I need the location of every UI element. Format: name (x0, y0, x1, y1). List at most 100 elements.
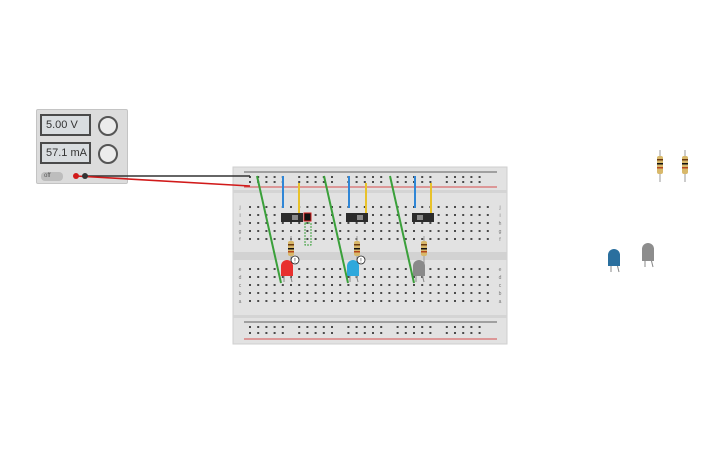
breadboard-hole[interactable] (331, 268, 333, 270)
breadboard-hole[interactable] (306, 276, 309, 278)
breadboard-hole[interactable] (273, 332, 276, 334)
breadboard-hole[interactable] (413, 222, 415, 224)
breadboard-hole[interactable] (396, 326, 399, 328)
breadboard-hole[interactable] (462, 230, 465, 232)
breadboard-hole[interactable] (470, 276, 473, 278)
breadboard-hole[interactable] (249, 326, 251, 328)
breadboard-hole[interactable] (322, 268, 325, 270)
warning-badge-blue-led[interactable] (356, 255, 366, 265)
breadboard-hole[interactable] (298, 238, 301, 240)
breadboard-hole[interactable] (380, 292, 383, 294)
breadboard-hole[interactable] (413, 230, 415, 232)
breadboard-hole[interactable] (290, 300, 292, 302)
breadboard-hole[interactable] (429, 181, 432, 183)
breadboard-hole[interactable] (355, 176, 358, 178)
breadboard-hole[interactable] (388, 292, 391, 294)
breadboard-hole[interactable] (281, 222, 284, 224)
breadboard-hole[interactable] (462, 214, 465, 216)
resistor-3[interactable] (421, 236, 427, 264)
breadboard-hole[interactable] (363, 222, 366, 224)
breadboard-hole[interactable] (363, 284, 366, 286)
breadboard-hole[interactable] (404, 276, 407, 278)
breadboard-hole[interactable] (404, 332, 407, 334)
led-red-body[interactable] (281, 260, 293, 276)
breadboard-hole[interactable] (404, 176, 407, 178)
breadboard-hole[interactable] (486, 268, 489, 270)
breadboard-hole[interactable] (273, 214, 276, 216)
breadboard-hole[interactable] (249, 230, 251, 232)
breadboard-hole[interactable] (470, 230, 473, 232)
breadboard-hole[interactable] (322, 206, 325, 208)
breadboard-hole[interactable] (347, 326, 350, 328)
breadboard-hole[interactable] (396, 176, 399, 178)
breadboard-hole[interactable] (298, 276, 301, 278)
breadboard-hole[interactable] (331, 206, 333, 208)
breadboard-hole[interactable] (372, 276, 374, 278)
breadboard-hole[interactable] (404, 230, 407, 232)
breadboard-hole[interactable] (486, 230, 489, 232)
breadboard-hole[interactable] (372, 292, 374, 294)
power-supply[interactable]: 5.00 V 57.1 mA off (36, 109, 128, 184)
breadboard-hole[interactable] (347, 238, 350, 240)
breadboard-hole[interactable] (249, 284, 251, 286)
breadboard-hole[interactable] (355, 284, 358, 286)
breadboard-hole[interactable] (347, 222, 350, 224)
breadboard-hole[interactable] (257, 292, 260, 294)
breadboard-hole[interactable] (314, 214, 317, 216)
breadboard-hole[interactable] (355, 292, 358, 294)
breadboard-hole[interactable] (306, 332, 309, 334)
breadboard-hole[interactable] (257, 238, 260, 240)
breadboard-hole[interactable] (429, 222, 432, 224)
breadboard-hole[interactable] (372, 326, 374, 328)
breadboard-hole[interactable] (249, 332, 251, 334)
breadboard-hole[interactable] (306, 230, 309, 232)
breadboard-hole[interactable] (339, 206, 342, 208)
breadboard-hole[interactable] (298, 332, 301, 334)
breadboard-hole[interactable] (421, 276, 424, 278)
breadboard-hole[interactable] (249, 206, 251, 208)
breadboard-hole[interactable] (257, 300, 260, 302)
breadboard-hole[interactable] (331, 276, 333, 278)
breadboard-hole[interactable] (445, 292, 448, 294)
breadboard-hole[interactable] (322, 300, 325, 302)
breadboard-hole[interactable] (380, 181, 383, 183)
positive-terminal[interactable] (73, 173, 79, 179)
breadboard-hole[interactable] (388, 238, 391, 240)
breadboard-hole[interactable] (265, 326, 268, 328)
breadboard-hole[interactable] (462, 326, 465, 328)
breadboard-hole[interactable] (265, 181, 268, 183)
breadboard-hole[interactable] (355, 326, 358, 328)
breadboard-hole[interactable] (388, 268, 391, 270)
led-grey[interactable] (413, 260, 425, 283)
breadboard-hole[interactable] (429, 326, 432, 328)
breadboard-hole[interactable] (298, 326, 301, 328)
breadboard-hole[interactable] (265, 176, 268, 178)
breadboard-hole[interactable] (429, 332, 432, 334)
breadboard-hole[interactable] (363, 292, 366, 294)
breadboard-hole[interactable] (478, 276, 481, 278)
breadboard-hole[interactable] (445, 276, 448, 278)
breadboard-hole[interactable] (380, 230, 383, 232)
breadboard-hole[interactable] (396, 230, 399, 232)
led-blue-body[interactable] (347, 260, 359, 276)
breadboard-hole[interactable] (314, 292, 317, 294)
breadboard-hole[interactable] (478, 268, 481, 270)
spare-led-blue[interactable] (608, 249, 620, 273)
breadboard-hole[interactable] (372, 268, 374, 270)
breadboard-hole[interactable] (372, 332, 374, 334)
breadboard-hole[interactable] (314, 276, 317, 278)
breadboard-hole[interactable] (265, 268, 268, 270)
breadboard-hole[interactable] (331, 292, 333, 294)
breadboard-hole[interactable] (486, 222, 489, 224)
breadboard-hole[interactable] (257, 268, 260, 270)
breadboard-hole[interactable] (331, 326, 333, 328)
breadboard-hole[interactable] (470, 292, 473, 294)
breadboard-hole[interactable] (437, 214, 440, 216)
breadboard-hole[interactable] (454, 268, 456, 270)
breadboard-hole[interactable] (462, 181, 465, 183)
breadboard-hole[interactable] (314, 300, 317, 302)
breadboard-hole[interactable] (454, 214, 456, 216)
breadboard-hole[interactable] (331, 284, 333, 286)
breadboard-hole[interactable] (281, 276, 284, 278)
breadboard-hole[interactable] (355, 230, 358, 232)
